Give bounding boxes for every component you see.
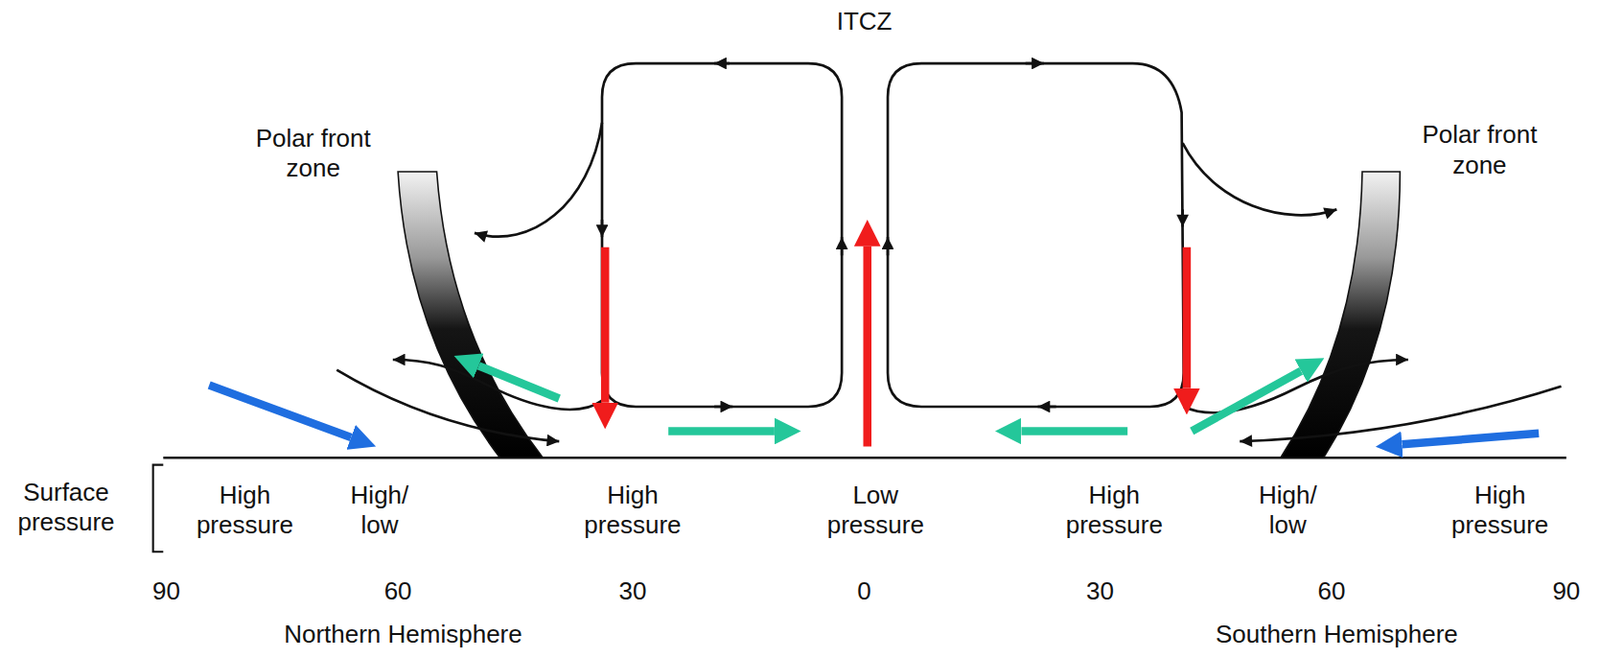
- flow-arrowhead: [714, 405, 733, 409]
- hemisphere-label: Northern Hemisphere: [283, 619, 523, 650]
- latitude-tick: 30: [618, 577, 647, 607]
- surface-line: [162, 456, 1567, 460]
- upper-flow-line: [1182, 142, 1338, 215]
- sinking-arrow: [601, 247, 610, 403]
- axis-title: Surface pressure: [3, 477, 129, 537]
- pressure-label: High pressure: [182, 480, 307, 540]
- latitude-tick: 0: [857, 577, 871, 607]
- hemisphere-label: Southern Hemisphere: [1215, 619, 1459, 650]
- hadley-cell: [887, 63, 1184, 407]
- sinking-arrow: [1182, 247, 1192, 389]
- flow-arrowhead: [886, 236, 890, 256]
- polar-front-band: [397, 171, 543, 458]
- westerly-arrow: [1191, 371, 1301, 432]
- pressure-label: High/ low: [1249, 480, 1326, 540]
- pressure-label: High pressure: [1437, 480, 1563, 540]
- polar-easterly-arrow: [208, 385, 351, 438]
- trade-wind-arrow: [1020, 426, 1128, 436]
- pressure-label: Low pressure: [812, 480, 938, 540]
- flow-arrowhead: [714, 62, 730, 66]
- westerly-arrow: [478, 365, 559, 398]
- zone-label: ITCZ: [836, 7, 893, 38]
- latitude-tick: 60: [384, 577, 413, 607]
- polar-easterly-arrow: [1402, 433, 1540, 445]
- latitude-tick: 90: [1552, 577, 1580, 607]
- bracket: [153, 464, 164, 553]
- pressure-label: High pressure: [570, 480, 696, 540]
- flow-arrowhead: [1025, 62, 1044, 66]
- flow-arrowhead: [1181, 208, 1184, 227]
- zone-label: Polar front zone: [241, 122, 386, 183]
- surface-flow-line: [1183, 359, 1409, 413]
- surface-flow-line: [393, 359, 603, 410]
- zone-label: Polar front zone: [1407, 119, 1552, 180]
- latitude-tick: 90: [152, 577, 181, 607]
- pressure-label: High/ low: [341, 480, 418, 540]
- rising-arrow: [862, 246, 872, 447]
- upper-flow-line: [474, 122, 603, 237]
- trade-wind-arrow: [668, 426, 775, 436]
- latitude-tick: 30: [1086, 577, 1114, 607]
- hadley-cell: [602, 63, 842, 407]
- latitude-tick: 60: [1318, 577, 1346, 607]
- flow-arrowhead: [1038, 405, 1057, 409]
- flow-arrowhead: [840, 236, 844, 256]
- pressure-label: High pressure: [1051, 480, 1177, 540]
- flow-arrowhead: [601, 219, 604, 237]
